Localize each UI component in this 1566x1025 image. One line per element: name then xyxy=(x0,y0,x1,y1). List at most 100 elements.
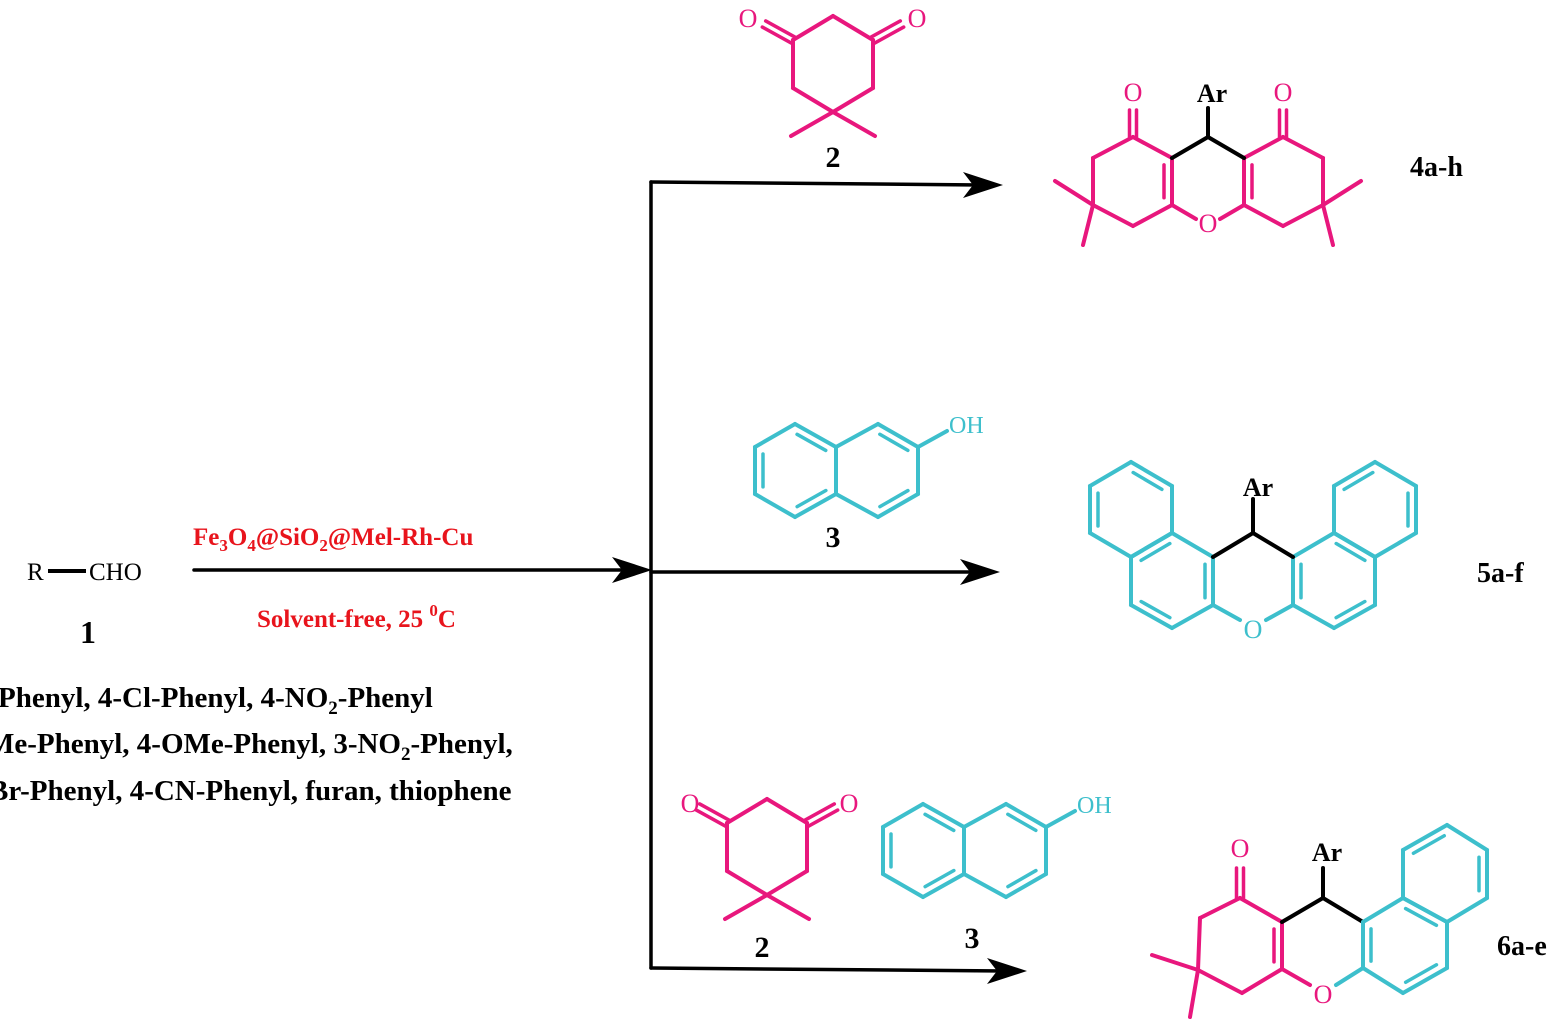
double-bond-line xyxy=(923,868,956,889)
bonds-layer xyxy=(192,14,1489,1019)
double-bond-line xyxy=(1131,470,1164,492)
solvent-condition-label: Solvent-free, 25 0C xyxy=(257,601,456,633)
naphthol-oh: OH xyxy=(949,413,984,439)
dimedone-oxygen-left: O xyxy=(681,789,700,818)
ring-bond xyxy=(753,422,797,449)
dimedone-oxygen-left: O xyxy=(739,4,758,33)
methyl-bond xyxy=(1188,968,1200,1019)
reagent-naphthol-bottom: OH 3 xyxy=(965,793,1112,955)
ring-bond xyxy=(1401,896,1449,924)
ring-bond xyxy=(921,802,966,829)
ring-bond xyxy=(1373,531,1418,559)
ring-bond xyxy=(765,869,809,897)
ring-bond xyxy=(793,492,838,519)
arrowhead-icon xyxy=(963,172,1003,198)
ring-oxygen: O xyxy=(1244,615,1263,644)
ring-bond xyxy=(1401,823,1449,852)
product-5-structure xyxy=(1088,460,1418,630)
ring-bond xyxy=(831,14,875,42)
ring-bond xyxy=(1088,531,1133,559)
methine-bond xyxy=(1280,896,1325,924)
ring-bond xyxy=(1196,916,1202,972)
product-6-structure xyxy=(1150,823,1489,1019)
double-bond-line xyxy=(1403,906,1439,928)
reagent-dimedone-bottom: O O 2 xyxy=(681,789,859,964)
product-label: 6a-e xyxy=(1497,931,1547,962)
double-bond-line xyxy=(1334,541,1367,563)
reactant-cho: CHO xyxy=(89,559,142,586)
substituent-line-1: Phenyl, 4-Cl-Phenyl, 4-NO2-Phenyl xyxy=(0,682,433,719)
double-bond-line xyxy=(1411,834,1446,856)
naphthol-oh: OH xyxy=(1077,793,1112,819)
methine-bond xyxy=(1211,531,1255,559)
ring-bond xyxy=(725,797,769,825)
hydroxyl-bond xyxy=(1044,809,1077,829)
ring-bond xyxy=(1170,531,1215,559)
ring-bond xyxy=(1242,203,1285,228)
methine-bond xyxy=(1321,896,1365,924)
carbonyl-bond xyxy=(763,19,797,39)
ring-bond xyxy=(791,86,835,114)
dimedone-number: 2 xyxy=(826,141,841,174)
ring-bond xyxy=(1281,135,1325,160)
substituent-line-2: Me-Phenyl, 4-OMe-Phenyl, 3-NO2-Phenyl, xyxy=(0,728,513,765)
double-bond-line xyxy=(878,488,910,509)
ring-bond xyxy=(921,872,966,899)
double-bond-line xyxy=(878,432,910,453)
ring-bond xyxy=(1238,896,1284,924)
dimedone-structure-bottom xyxy=(694,797,840,921)
arrow-shaft xyxy=(649,180,983,187)
ring-bond xyxy=(834,492,880,519)
methyl-bond xyxy=(789,110,835,138)
ring-bond xyxy=(1170,603,1215,630)
ring-bond xyxy=(1291,531,1336,559)
ring-bond xyxy=(1131,135,1174,160)
ring-bond xyxy=(1445,896,1489,924)
carbonyl-bond xyxy=(803,802,837,822)
carbonyl-bond xyxy=(806,808,840,828)
ring-bond xyxy=(962,802,1008,829)
ring-bond xyxy=(1129,531,1174,559)
ether-bond xyxy=(1280,967,1312,987)
ring-bond xyxy=(1240,967,1284,995)
double-bond-line xyxy=(1334,599,1367,620)
ring-bond xyxy=(793,422,838,449)
arrow-to-product-4 xyxy=(649,172,1003,198)
ring-bond xyxy=(1373,460,1418,488)
methyl-bond xyxy=(1321,203,1335,247)
ring-bond xyxy=(1332,603,1377,630)
methyl-bond xyxy=(831,110,877,138)
ring-bond xyxy=(1332,460,1377,488)
ring-bond xyxy=(962,872,1008,899)
arrowhead-icon xyxy=(987,958,1027,984)
methyl-bond xyxy=(723,893,769,921)
ring-bond xyxy=(1198,896,1242,920)
aryl-label: Ar xyxy=(1197,79,1227,108)
product-label: 4a-h xyxy=(1410,152,1463,183)
ring-bond xyxy=(1131,203,1174,228)
ring-bond xyxy=(1332,531,1377,559)
ring-bond xyxy=(1242,135,1285,160)
naphthol-structure-middle xyxy=(753,422,949,519)
methyl-bond xyxy=(1081,203,1095,247)
ether-bond xyxy=(1218,203,1246,221)
naphthol-number: 3 xyxy=(965,922,980,955)
dimedone-oxygen-right: O xyxy=(840,789,859,818)
carbonyl-bond xyxy=(872,25,906,45)
ether-bond xyxy=(1264,603,1295,622)
double-bond-line xyxy=(1139,599,1172,620)
carbonyl-oxygen: O xyxy=(1231,834,1250,863)
methine-bond xyxy=(1206,135,1246,160)
double-bond-line xyxy=(923,812,956,833)
ether-bond xyxy=(1211,603,1242,622)
ring-oxygen: O xyxy=(1199,209,1218,238)
methyl-bond xyxy=(1321,179,1363,207)
methyl-bond xyxy=(765,893,811,921)
methyl-bond xyxy=(1053,179,1095,207)
ring-bond xyxy=(1091,203,1135,228)
naphthol-structure-bottom xyxy=(881,802,1077,899)
arrow-to-product-6 xyxy=(649,958,1027,984)
methine-bond xyxy=(1251,531,1295,559)
reactant-number: 1 xyxy=(80,614,96,650)
